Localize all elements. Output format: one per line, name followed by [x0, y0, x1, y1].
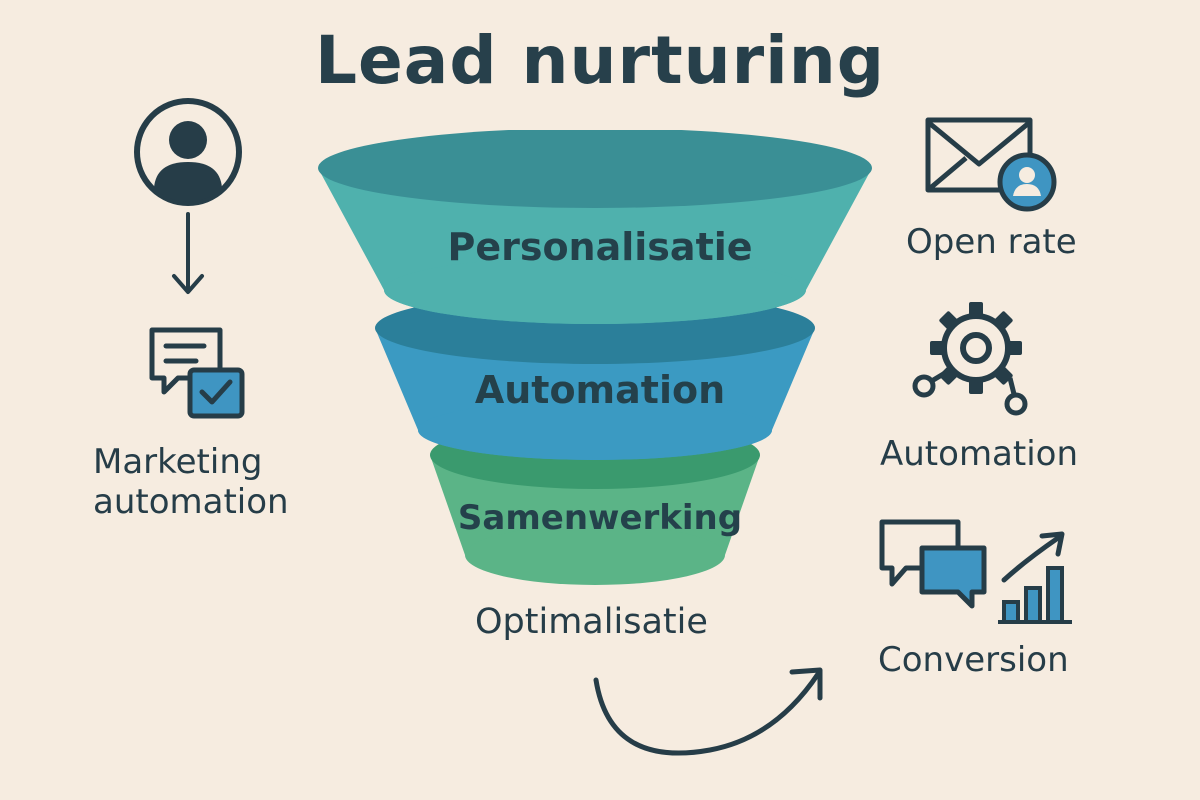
- chat-growth-chart-icon: [879, 519, 1072, 624]
- page-title: Lead nurturing: [314, 22, 886, 99]
- optimalisatie-label: Optimalisatie: [475, 602, 708, 642]
- conversion-label: Conversion: [878, 640, 1069, 680]
- marketing-label-line1: Marketing: [93, 442, 263, 482]
- chat-check-icon: [149, 327, 245, 419]
- automation-label-right: Automation: [880, 434, 1079, 474]
- down-arrow-icon: [172, 212, 204, 294]
- open-rate-label: Open rate: [906, 222, 1077, 262]
- funnel-stage-personalisatie: [318, 130, 872, 324]
- gear-network-icon: [912, 302, 1028, 416]
- funnel-diagram: [318, 130, 872, 585]
- user-avatar-icon: [134, 98, 242, 206]
- marketing-label-line2: automation: [93, 482, 289, 522]
- funnel-label-samenwerking: Samenwerking: [457, 498, 743, 538]
- funnel-label-automation: Automation: [474, 368, 726, 412]
- email-user-icon: [925, 117, 1057, 212]
- curved-arrow-icon: [593, 667, 823, 756]
- funnel-label-personalisatie: Personalisatie: [447, 225, 753, 269]
